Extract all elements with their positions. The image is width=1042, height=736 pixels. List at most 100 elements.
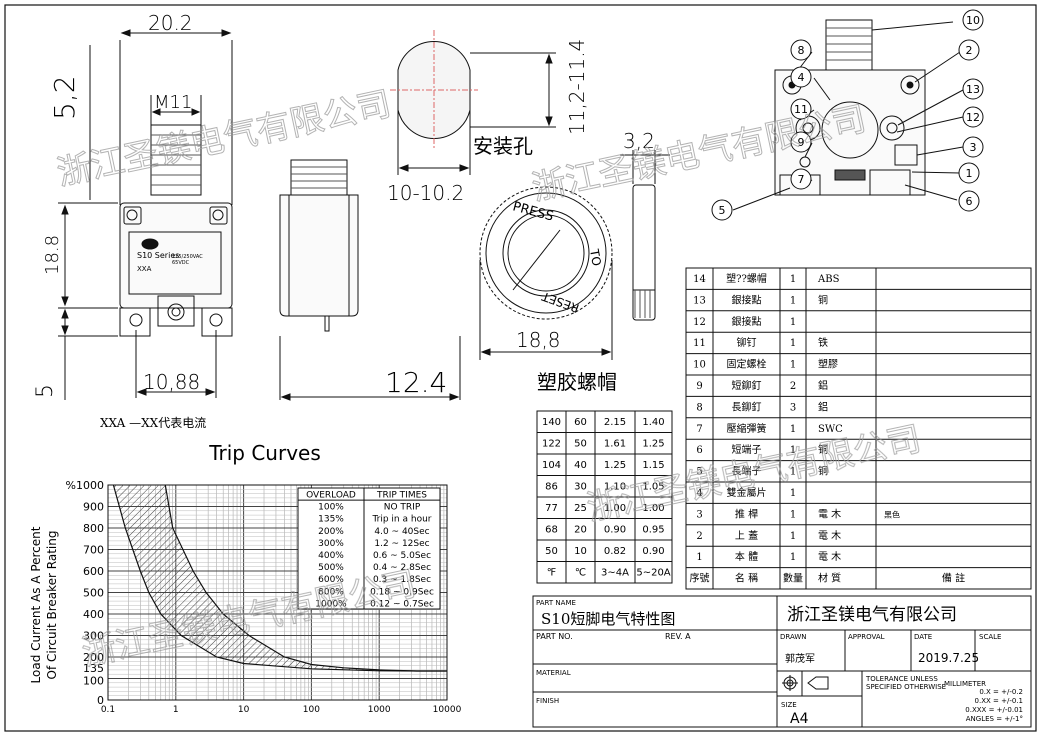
overload-cell: OVERLOAD — [306, 491, 356, 501]
rating-cell: 20 — [574, 525, 587, 536]
bom-cell-qty: 2 — [790, 381, 796, 392]
trip-band — [113, 485, 448, 671]
bom-cell-no: 12 — [693, 317, 706, 328]
bom-cell-name: 名 稱 — [735, 572, 758, 585]
rating-cell: 50 — [545, 546, 558, 557]
overload-cell: 500% — [318, 563, 344, 573]
dim-tab-span: 10,88 — [143, 370, 200, 394]
trip-time-cell: 0.3 ~ 1.8Sec — [373, 575, 431, 585]
overload-cell: 100% — [318, 503, 344, 513]
balloon-9: 9 — [790, 131, 812, 153]
overload-cell: 600% — [318, 575, 344, 585]
date-label: DATE — [914, 633, 932, 641]
part-balloons: 10 8 2 4 13 11 12 9 3 7 1 5 6 — [711, 9, 984, 221]
plastic-cap-label: 塑胶螺帽 — [537, 370, 617, 394]
svg-text:7: 7 — [798, 173, 805, 186]
bom-cell-remark: 黑色 — [884, 509, 900, 519]
bom-cell-name: 長端子 — [732, 465, 762, 478]
svg-text:8: 8 — [798, 44, 805, 57]
y-tick-label: %1000 — [66, 479, 104, 492]
svg-text:5: 5 — [719, 204, 726, 217]
bom-cell-name: 塑??螺帽 — [726, 272, 767, 285]
y-tick-label: 700 — [83, 544, 104, 557]
bom-cell-material: 鋁 — [818, 400, 828, 413]
y-tick-label: 800 — [83, 522, 104, 535]
svg-text:11: 11 — [794, 103, 808, 116]
bom-cell-material: 材 質 — [818, 572, 841, 585]
bom-cell-material: 塑膠 — [818, 359, 838, 371]
tol-0xx: 0.XX = +/-0.1 — [975, 697, 1023, 705]
bom-cell-material: ABS — [817, 274, 840, 285]
bom-cell-qty: 1 — [790, 552, 796, 563]
trip-curve-lower — [112, 484, 447, 672]
chart-ylabel-1: Load Current As A Percent — [29, 526, 43, 683]
size-value: A4 — [790, 711, 809, 727]
rating-cell: 0.90 — [642, 546, 664, 557]
rating-cell: 5~20A — [636, 568, 670, 579]
balloon-12: 12 — [962, 106, 984, 128]
svg-text:13: 13 — [966, 83, 980, 96]
y-tick-label: 200 — [83, 651, 104, 664]
bom-cell-material: 電 木 — [818, 530, 841, 542]
rev-label: REV. A — [665, 632, 691, 641]
x-tick-label: 10 — [238, 705, 250, 715]
tolerance-line-2: SPECIFIED OTHERWISE — [866, 683, 946, 691]
title-block — [532, 595, 1032, 728]
overload-cell: 200% — [318, 527, 344, 537]
bom-cell-name: 雙金屬片 — [727, 486, 767, 499]
rating-cell: 122 — [542, 439, 561, 450]
chart-ylabel-2: Of Circuit Breaker Rating — [45, 531, 59, 680]
rating-cell: 68 — [545, 525, 558, 536]
bom-cell-material: 铁 — [818, 336, 828, 349]
device-rating: 125/250VAC — [172, 254, 203, 260]
cap-to: TO — [587, 247, 604, 267]
dim-cap-diameter: 18,8 — [516, 328, 561, 352]
x-tick-label: 1000 — [368, 705, 391, 715]
bom-cell-name: 壓縮彈簧 — [727, 422, 767, 435]
bom-cell-no: 6 — [696, 445, 702, 456]
bom-cell-material: SWC — [818, 424, 843, 435]
y-tick-label: 900 — [83, 501, 104, 514]
mounting-hole-view — [390, 30, 556, 175]
svg-text:12: 12 — [966, 111, 980, 124]
bom-cell-qty: 1 — [790, 509, 796, 520]
chart-title: Trip Curves — [208, 441, 321, 465]
tol-0xxx: 0.XXX = +/-0.01 — [965, 706, 1023, 714]
y-tick-label: 100 — [83, 675, 104, 688]
dim-cap-thickness: 3,2 — [623, 129, 655, 153]
rating-cell: 60 — [574, 417, 587, 428]
x-tick-label: 1 — [173, 705, 179, 715]
rating-cell: 2.15 — [604, 417, 626, 428]
balloon-11: 11 — [790, 98, 812, 120]
rating-cell: 1.25 — [604, 460, 626, 471]
trip-time-cell: 1.2 ~ 12Sec — [374, 539, 429, 549]
dim-width-top: 20.2 — [148, 11, 193, 35]
dim-hole-width: 10-10.2 — [387, 181, 464, 205]
overload-cell: 400% — [318, 551, 344, 561]
bom-cell-qty: 1 — [790, 424, 796, 435]
part-name: S10短脚电气特性图 — [541, 610, 675, 628]
balloon-1: 1 — [958, 162, 980, 184]
bom-cell-name: 銀接點 — [732, 293, 762, 306]
dim-side-length: 12.4 — [385, 366, 447, 399]
rating-cell: 50 — [574, 439, 587, 450]
bom-cell-material: 铜 — [818, 466, 828, 478]
y-tick-label: 300 — [83, 630, 104, 643]
trip-time-cell: Trip in a hour — [371, 515, 431, 525]
bom-cell-no: 13 — [693, 295, 706, 306]
rating-cell: 3~4A — [601, 568, 629, 579]
bom-cell-qty: 1 — [790, 360, 796, 371]
tolerance-line-1: TOLERANCE UNLESS — [865, 675, 938, 683]
company-name: 浙江圣镁电气有限公司 — [787, 605, 957, 625]
bom-cell-qty: 1 — [790, 445, 796, 456]
rating-cell: 1.10 — [604, 482, 626, 493]
y-tick-label: 0 — [97, 694, 104, 707]
balloon-10: 10 — [962, 9, 984, 31]
trip-time-cell: 0.6 ~ 5.0Sec — [373, 551, 431, 561]
balloon-4: 4 — [790, 66, 812, 88]
material-label: MATERIAL — [536, 669, 571, 677]
unit-label: MILLIMETER — [944, 680, 986, 688]
